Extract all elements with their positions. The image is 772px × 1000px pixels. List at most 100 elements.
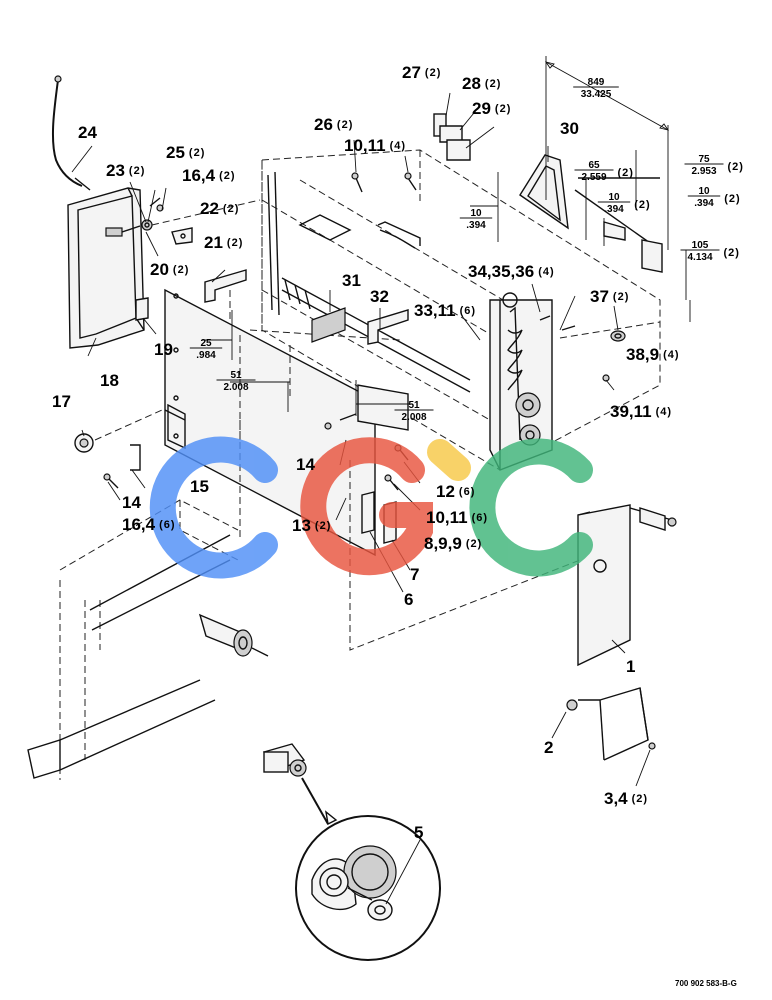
drawing-number: 700 902 583-B-G xyxy=(675,979,737,988)
callout-quantity: (2) xyxy=(466,538,482,550)
callout-quantity: (6) xyxy=(460,305,476,317)
dimension-inch: .394 xyxy=(466,220,486,231)
callout-c30: 30 xyxy=(560,119,579,138)
callout-number: 5 xyxy=(414,823,423,842)
watermark-c-right xyxy=(469,438,593,577)
callout-quantity: (2) xyxy=(189,147,205,159)
callout-number: 19 xyxy=(154,340,173,359)
callout-number: 16,4 xyxy=(182,166,216,185)
callout-quantity: (6) xyxy=(459,486,475,498)
callout-number: 30 xyxy=(560,119,579,138)
dimension-mm: 10 xyxy=(698,186,710,197)
callout-c6: 6 xyxy=(404,590,413,609)
dimension-mm: 51 xyxy=(408,400,420,411)
callout-c27: 27 (2) xyxy=(402,63,441,82)
dimension-labels: 84933.425752.953(2)10.394(2)652.559(2)10… xyxy=(189,77,744,423)
dimension-quantity: (2) xyxy=(724,247,740,259)
callout-c38: 38,9(4) xyxy=(626,345,679,364)
callout-c25: 25(2) xyxy=(166,143,205,162)
callout-number: 38,9 xyxy=(626,345,659,364)
callout-c16b: 16,4(6) xyxy=(122,515,175,534)
callout-quantity: (2) xyxy=(632,793,648,805)
callout-c26: 26(2) xyxy=(314,115,352,134)
right-cover-part xyxy=(577,504,677,667)
callout-c34: 34,35,36 (4) xyxy=(468,262,554,281)
upper-screws xyxy=(351,172,417,193)
callout-quantity: (4) xyxy=(538,266,554,278)
dimension-d25: 25.984 xyxy=(189,338,223,361)
callout-number: 14 xyxy=(296,455,315,474)
callout-number: 22 xyxy=(200,199,219,218)
callout-number: 26 xyxy=(314,115,333,134)
callout-c17: 17 xyxy=(52,392,71,411)
callout-c1: 1 xyxy=(626,657,635,676)
dimension-mm: 75 xyxy=(698,154,710,165)
callout-c28: 28(2) xyxy=(462,74,501,93)
callout-quantity: (2) xyxy=(485,78,501,90)
dimension-quantity: (2) xyxy=(634,199,650,211)
callout-c10a: 10,11(4) xyxy=(344,136,405,155)
dimension-d51b: 512.008 xyxy=(394,400,434,423)
callout-number: 17 xyxy=(52,392,71,411)
dimension-inch: 2.008 xyxy=(223,382,248,393)
callout-number: 13 xyxy=(292,516,311,535)
callout-quantity: (2) xyxy=(495,103,511,115)
cable-part xyxy=(51,75,91,191)
brackets-part-21 xyxy=(204,269,409,345)
callout-number: 23 xyxy=(106,161,125,180)
callout-number: 10,11 xyxy=(426,508,468,527)
dimension-quantity: (2) xyxy=(728,161,744,173)
housing-frame xyxy=(239,149,661,471)
watermark xyxy=(149,436,593,579)
dimension-mm: 105 xyxy=(692,240,709,251)
callout-quantity: (6) xyxy=(159,519,175,531)
dimension-inch: 2.559 xyxy=(581,172,606,183)
callout-c2: 2 xyxy=(544,738,553,757)
dimension-inch: .394 xyxy=(694,198,714,209)
callout-c8: 8,9,9(2) xyxy=(424,534,482,553)
callout-quantity: (6) xyxy=(472,512,488,524)
dimension-mm: 10 xyxy=(608,192,620,203)
warning-triangle-part xyxy=(519,154,569,230)
callout-c16a: 16,4(2) xyxy=(182,166,235,185)
callout-number: 39,11 xyxy=(610,402,652,421)
left-shield-part xyxy=(67,187,145,349)
dimension-d10a: 10.394(2) xyxy=(687,186,740,209)
label-plates xyxy=(433,113,471,161)
callout-number: 2 xyxy=(544,738,553,757)
callout-quantity: (2) xyxy=(219,170,235,182)
callout-quantity: (2) xyxy=(315,520,331,532)
callout-number: 7 xyxy=(410,565,419,584)
dimension-d65: 652.559(2) xyxy=(574,160,633,183)
dimension-mm: 25 xyxy=(200,338,212,349)
callout-c14a: 14 xyxy=(122,493,141,512)
dimension-mm: 65 xyxy=(588,160,600,171)
callout-c39: 39,11(4) xyxy=(610,402,671,421)
dimension-inch: 33.425 xyxy=(581,89,612,100)
dimension-mm: 51 xyxy=(230,370,242,381)
lower-guard-part xyxy=(566,687,656,761)
callout-number: 10,11 xyxy=(344,136,386,155)
callout-number: 33,11 xyxy=(414,301,456,320)
callout-number: 18 xyxy=(100,371,119,390)
dimension-mm: 849 xyxy=(588,77,605,88)
callout-number: 24 xyxy=(78,123,97,142)
callout-number: 32 xyxy=(370,287,389,306)
dimension-inch: 2.008 xyxy=(401,412,426,423)
callout-quantity: (2) xyxy=(425,67,441,79)
callout-c10b: 10,11 (6) xyxy=(426,508,488,527)
callout-c15: 15 xyxy=(190,477,209,496)
upper-left-hardware xyxy=(135,197,261,321)
callout-number: 15 xyxy=(190,477,209,496)
callout-number: 29 xyxy=(472,99,491,118)
callout-number: 34,35,36 xyxy=(468,262,534,281)
callout-c7: 7 xyxy=(410,565,419,584)
watermark-c-left xyxy=(149,436,278,579)
dimension-d10c: 10.394 xyxy=(459,208,493,231)
callout-number: 27 xyxy=(402,63,421,82)
callout-c13: 13 (2) xyxy=(292,516,331,535)
callout-number: 1 xyxy=(626,657,635,676)
